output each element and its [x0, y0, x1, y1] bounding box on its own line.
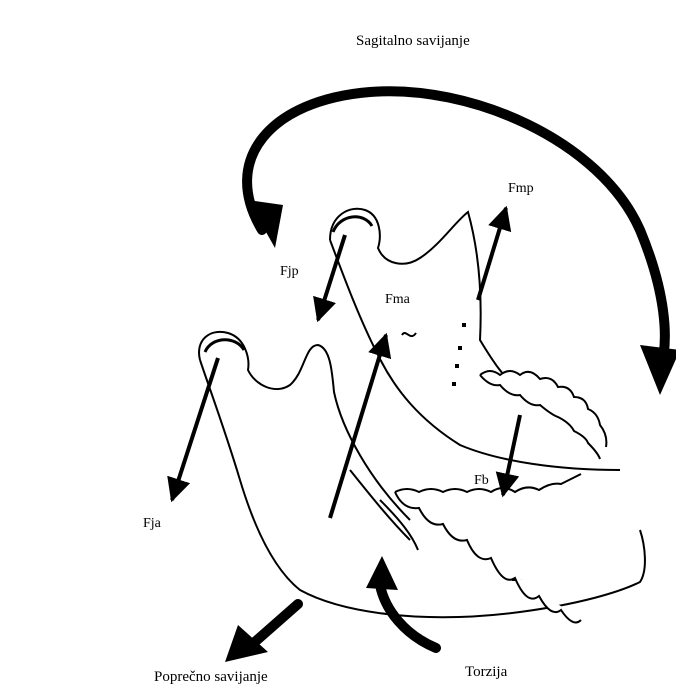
torsion-arrow	[366, 556, 436, 648]
fjp-arrow	[318, 235, 345, 320]
fja-label: Fja	[143, 517, 161, 531]
force-arrows	[172, 208, 520, 518]
sagittal-arrowhead-right	[640, 345, 676, 395]
torsion-label: Torzija	[465, 665, 507, 680]
lower-teeth	[395, 474, 581, 622]
fmp-arrow	[478, 208, 506, 300]
transverse-bending-label: Poprečno savijanje	[154, 670, 268, 685]
transverse-bending-arrow	[225, 604, 298, 662]
sagittal-bending-label: Sagitalno savijanje	[356, 34, 470, 49]
fma-label: Fma	[385, 293, 410, 307]
fb-label: Fb	[474, 474, 489, 488]
fjp-label: Fjp	[280, 265, 299, 279]
upper-teeth	[480, 371, 606, 459]
dotted-marks	[452, 323, 466, 386]
fma-arrow	[330, 335, 386, 518]
fja-arrow	[172, 358, 218, 500]
fmp-label: Fmp	[508, 182, 534, 196]
